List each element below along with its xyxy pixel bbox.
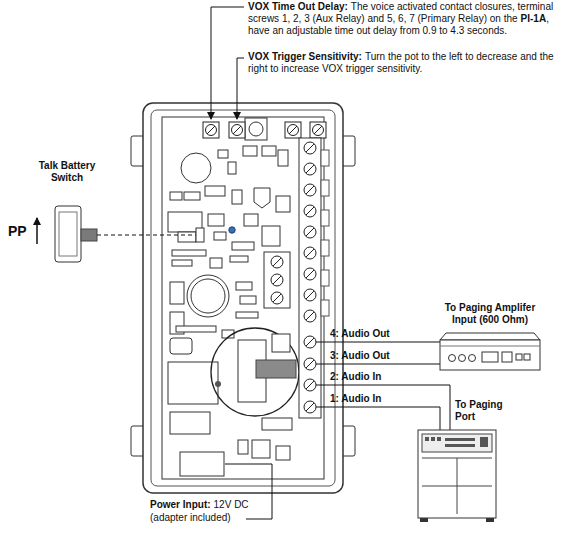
terminal-screw (304, 205, 316, 217)
label-text: 12V DC (214, 499, 249, 510)
screw-slot (306, 338, 314, 346)
bold-label: VOX Time Out Delay: (248, 1, 348, 12)
amplifier-node: To Paging Amplifer Input (600 Ohm) (435, 302, 545, 328)
terminal-label: 1: Audio In (330, 393, 430, 405)
bold-label: 2: Audio In (330, 371, 381, 382)
terminal-screw (304, 226, 316, 238)
switch-position: PP (8, 223, 38, 239)
power-label: (adapter included) (150, 512, 290, 524)
screw-slot (306, 360, 314, 368)
screw-slot (306, 186, 314, 194)
screw-slot (306, 291, 314, 299)
node-label: To Paging Amplifer Input (600 Ohm) (435, 302, 545, 326)
bold-label: PI-1A (521, 13, 547, 24)
node-label: To Paging Port (455, 399, 517, 423)
terminal-screw (304, 247, 316, 259)
screw-slot (306, 144, 314, 152)
screw-slot (306, 381, 314, 389)
screw-slot (306, 228, 314, 236)
terminal-screw (304, 268, 316, 280)
bold-label: PP (8, 223, 27, 239)
terminal-screw (304, 401, 316, 413)
bold-label: Power Input: (150, 499, 211, 510)
screw-slot (306, 312, 314, 320)
screw-slot (306, 403, 314, 411)
terminal-label: 2: Audio In (330, 371, 430, 383)
screw-slot (306, 270, 314, 278)
paging-port-node: To Paging Port (455, 399, 517, 425)
terminal-label: 3: Audio Out (330, 350, 430, 362)
terminal-screw (304, 310, 316, 322)
label-text: (adapter included) (150, 512, 231, 523)
bold-label: VOX Trigger Sensitivity: (248, 51, 362, 62)
terminal-screw (304, 184, 316, 196)
bold-label: 4: Audio Out (330, 328, 390, 339)
callout-note: VOX Time Out Delay:The voice activated c… (248, 1, 568, 37)
terminal-label: 4: Audio Out (330, 328, 430, 340)
terminal-screw (304, 289, 316, 301)
switch-node: Talk Battery Switch (38, 160, 96, 186)
bold-label: 3: Audio Out (330, 350, 390, 361)
terminal-screw (304, 358, 316, 370)
node-label: Talk Battery Switch (38, 160, 96, 184)
terminal-screw (304, 142, 316, 154)
terminal-screw (304, 379, 316, 391)
screw-slot (306, 165, 314, 173)
callout-note: VOX Trigger Sensitivity:Turn the pot to … (248, 51, 568, 75)
screw-slot (306, 207, 314, 215)
terminal-screw (304, 336, 316, 348)
power-label: Power Input:12V DC (150, 499, 290, 511)
terminal-screw (304, 163, 316, 175)
bold-label: 1: Audio In (330, 393, 381, 404)
screw-slot (306, 249, 314, 257)
